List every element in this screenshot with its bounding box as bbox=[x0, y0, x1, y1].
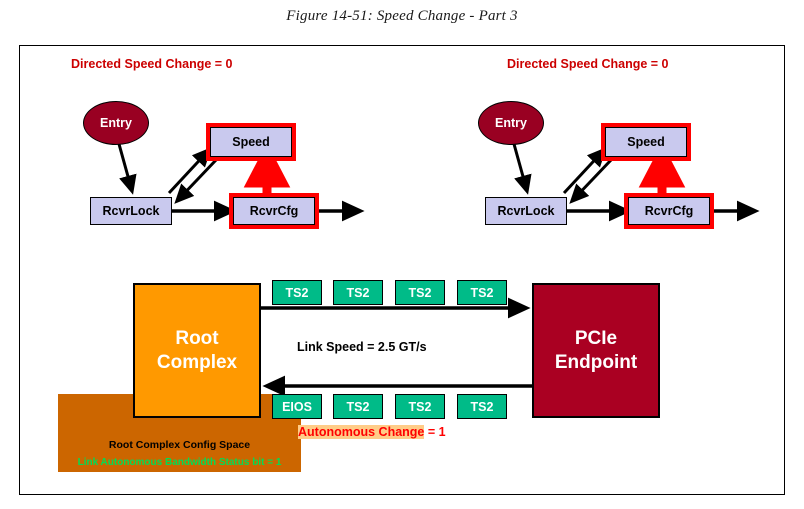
packet-box-downstream: TS2 bbox=[457, 280, 507, 305]
figure-frame: Directed Speed Change = 0 En bbox=[19, 45, 785, 495]
state-node-rcvrcfg[interactable]: RcvrCfg bbox=[229, 193, 319, 229]
packet-box-upstream: TS2 bbox=[457, 394, 507, 419]
state-node-rcvrlock[interactable]: RcvrLock bbox=[90, 197, 172, 225]
state-machine-left-arrows bbox=[117, 142, 365, 222]
state-node-entry[interactable]: Entry bbox=[478, 101, 544, 145]
packet-box-downstream: TS2 bbox=[395, 280, 445, 305]
autonomous-change-label: Autonomous Change = 1 bbox=[298, 425, 446, 439]
packet-box-downstream: TS2 bbox=[333, 280, 383, 305]
config-space-bit-status: Link Autonomous Bandwidth Status bit = 1 bbox=[77, 457, 282, 468]
pcie-endpoint-line1: PCIe bbox=[574, 327, 618, 349]
state-node-rcvrlock[interactable]: RcvrLock bbox=[485, 197, 567, 225]
figure-title: Figure 14-51: Speed Change - Part 3 bbox=[286, 8, 518, 24]
pcie-endpoint-line2: Endpoint bbox=[554, 351, 638, 373]
packet-box-upstream: TS2 bbox=[333, 394, 383, 419]
link-arrows bbox=[261, 297, 532, 397]
root-complex-block[interactable]: Root Complex bbox=[133, 283, 261, 418]
link-speed-label: Link Speed = 2.5 GT/s bbox=[297, 340, 427, 354]
state-node-entry[interactable]: Entry bbox=[83, 101, 149, 145]
state-machine-left-title: Directed Speed Change = 0 bbox=[71, 57, 233, 71]
root-complex-line1: Root bbox=[175, 327, 219, 349]
state-node-rcvrcfg[interactable]: RcvrCfg bbox=[624, 193, 714, 229]
packet-box-downstream: TS2 bbox=[272, 280, 322, 305]
autonomous-change-highlight: Autonomous Change bbox=[298, 425, 425, 439]
state-node-speed[interactable]: Speed bbox=[601, 123, 691, 161]
packet-box-upstream: EIOS bbox=[272, 394, 322, 419]
autonomous-change-suffix: = 1 bbox=[424, 425, 446, 439]
packet-box-upstream: TS2 bbox=[395, 394, 445, 419]
state-node-speed[interactable]: Speed bbox=[206, 123, 296, 161]
state-machine-right-title: Directed Speed Change = 0 bbox=[507, 57, 669, 71]
pcie-endpoint-block[interactable]: PCIe Endpoint bbox=[532, 283, 660, 418]
root-complex-line2: Complex bbox=[156, 351, 238, 373]
config-space-title: Root Complex Config Space bbox=[108, 439, 251, 451]
